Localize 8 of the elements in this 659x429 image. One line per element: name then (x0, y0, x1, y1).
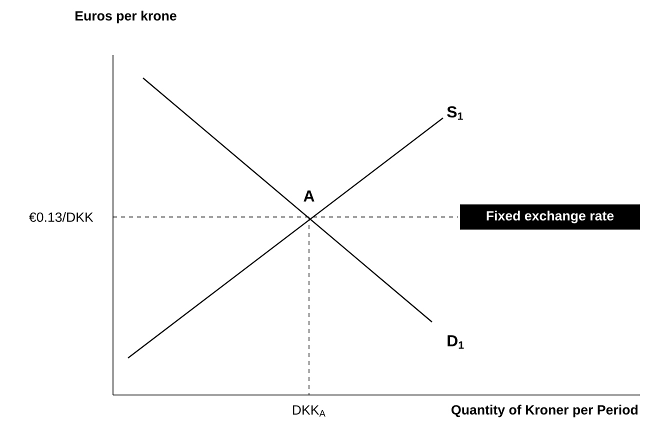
axis-title: Euros per krone (76, 10, 176, 24)
tick-label: €0.13/DKK (29, 212, 94, 222)
tick-label: DKK$_{A}$ (292, 405, 326, 417)
label-box: Fixed exchange rate (460, 204, 640, 230)
curve-label: S$_{1}$ (447, 106, 463, 120)
point-label: A (304, 190, 314, 202)
axis-title: Quantity of Kroner per Period (452, 404, 638, 418)
curve-label: D$_{1}$ (448, 335, 464, 349)
